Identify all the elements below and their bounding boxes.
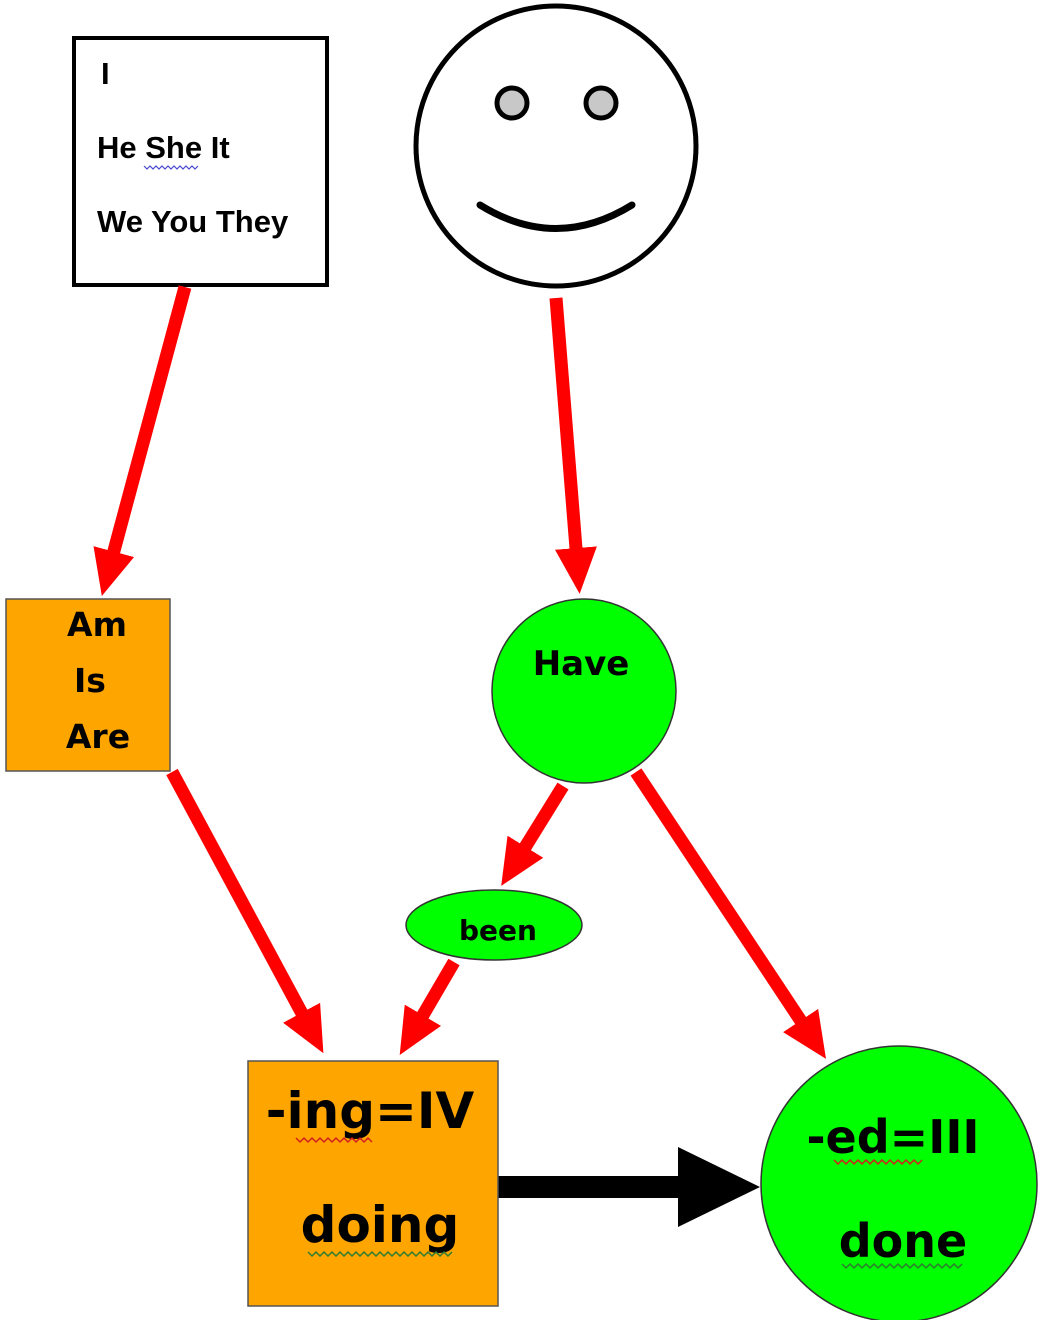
be-line-is: Is	[74, 661, 106, 700]
have-label: Have	[533, 644, 630, 684]
been-label: been	[459, 914, 537, 947]
doing-label: doing	[301, 1196, 460, 1254]
ing-box: -ing=IV doing	[247, 1060, 499, 1307]
arrow-pronouns-to-be	[93, 285, 192, 597]
pronoun-line-he-she-it: He She It	[97, 130, 230, 165]
arrow-smiley-to-have	[549, 297, 597, 594]
have-circle: Have	[491, 598, 677, 784]
arrow-been-to-ing	[399, 958, 460, 1055]
spellcheck-underline-she	[143, 165, 199, 170]
pronoun-line-we-you-they: We You They	[97, 204, 289, 239]
ed-formula-label: -ed=III	[806, 1110, 979, 1164]
smile-mouth	[476, 201, 636, 232]
thick-arrow-ing-to-ed	[497, 1147, 760, 1227]
spellcheck-underline-doing	[307, 1250, 453, 1258]
pronoun-line-i: I	[101, 56, 110, 91]
arrow-have-to-been	[501, 782, 569, 886]
ed-circle: -ed=III done	[760, 1045, 1038, 1320]
be-line-am: Am	[67, 605, 127, 644]
smiley-face-icon	[413, 3, 699, 289]
ing-formula-label: -ing=IV	[266, 1082, 475, 1140]
be-verb-box: Am Is Are	[5, 598, 171, 772]
be-line-are: Are	[66, 717, 130, 756]
been-ellipse: been	[405, 889, 583, 961]
right-eye	[583, 85, 619, 121]
arrow-have-to-ed	[630, 768, 827, 1059]
arrow-be-to-ing	[166, 768, 324, 1054]
pronoun-box: I He She It We You They	[72, 36, 329, 287]
spellcheck-underline-done	[841, 1262, 963, 1270]
left-eye	[494, 85, 530, 121]
spellcheck-underline-ed	[833, 1158, 923, 1166]
spellcheck-underline-ing	[295, 1136, 373, 1144]
done-label: done	[839, 1214, 967, 1268]
